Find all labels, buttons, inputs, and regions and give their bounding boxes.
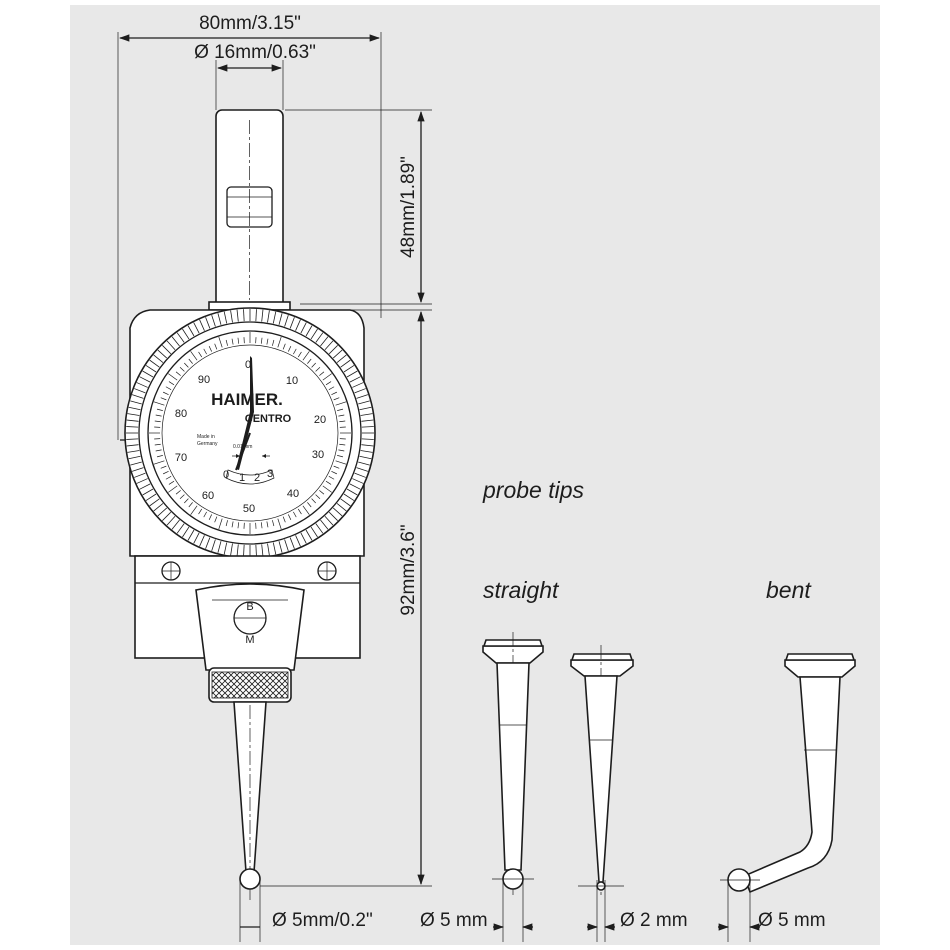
dial-brand: HAIMER.: [211, 390, 283, 409]
dial-face: [147, 330, 353, 536]
dial-number-70: 70: [175, 452, 187, 464]
clamping-block: [195, 583, 305, 671]
dial-number-40: 40: [287, 488, 299, 500]
dial-made-in-line1: Made in: [197, 434, 215, 440]
dimension-straight-2mm: Ø 2 mm: [578, 880, 688, 942]
counter-number-3: 3: [267, 468, 273, 480]
counter-number-1: 1: [239, 472, 245, 484]
bent-label: bent: [766, 577, 812, 603]
dimension-bent-5mm-label: Ø 5 mm: [758, 910, 826, 931]
dial-number-60: 60: [202, 490, 214, 502]
dimension-total-width-label: 80mm/3.15": [199, 13, 301, 34]
mark-lower: M: [245, 634, 254, 646]
dimension-straight-5mm-label: Ø 5 mm: [420, 910, 488, 931]
dimension-straight-2mm-label: Ø 2 mm: [620, 910, 688, 931]
dimension-total-width: 80mm/3.15": [117, 13, 382, 440]
dial-number-90: 90: [198, 374, 210, 386]
dial-number-80: 80: [175, 408, 187, 420]
dial-number-50: 50: [243, 503, 255, 515]
dial-main-pointer: [236, 356, 254, 470]
counter-number-0: 0: [223, 469, 229, 481]
dimension-main-tip: Ø 5mm/0.2": [239, 880, 373, 942]
dimension-shank-height: 48mm/1.89": [285, 109, 432, 311]
dimension-body-height-label: 92mm/3.6": [398, 524, 419, 615]
revolution-counter-scale: [225, 469, 275, 485]
dial-number-20: 20: [314, 414, 326, 426]
dimension-bent-5mm: Ø 5 mm: [718, 879, 826, 942]
dial-counter-pointer: [235, 432, 251, 471]
dial-number-0: 0: [245, 359, 251, 371]
probe-tip-straight-5mm: [482, 632, 544, 895]
dimension-straight-5mm: Ø 5 mm: [420, 878, 534, 942]
dimension-shank-diameter: Ø 16mm/0.63": [194, 42, 316, 110]
mark-upper: B: [246, 601, 253, 613]
probe-tips-heading: probe tips: [482, 477, 585, 503]
probe-tip-straight-2mm: [570, 645, 634, 895]
shank-flat: [226, 186, 273, 228]
dimension-shank-diameter-label: Ø 16mm/0.63": [194, 42, 316, 63]
dial-number-30: 30: [312, 449, 324, 461]
counter-number-2: 2: [254, 472, 260, 484]
centro-instrument: 0 10 20 30 40 50 60 70 80 90 HAIMER. CEN…: [120, 109, 376, 900]
dial-bezel-ticks: [126, 309, 374, 557]
dimension-main-tip-label: Ø 5mm/0.2": [272, 910, 373, 931]
dial-model: CENTRO: [245, 413, 292, 425]
dimension-body-height: 92mm/3.6": [260, 310, 432, 887]
revolution-counter-numbers: 0 1 2 3: [223, 468, 273, 484]
dial-made-in-line2: Germany: [197, 441, 218, 447]
dial-face-ticks: [149, 332, 351, 534]
dial-number-10: 10: [286, 375, 298, 387]
dimension-shank-height-label: 48mm/1.89": [398, 156, 419, 258]
dial-outer-numbers: 0 10 20 30 40 50 60 70 80 90: [175, 359, 326, 515]
probe-ball: [239, 868, 261, 890]
straight-label: straight: [483, 577, 560, 603]
